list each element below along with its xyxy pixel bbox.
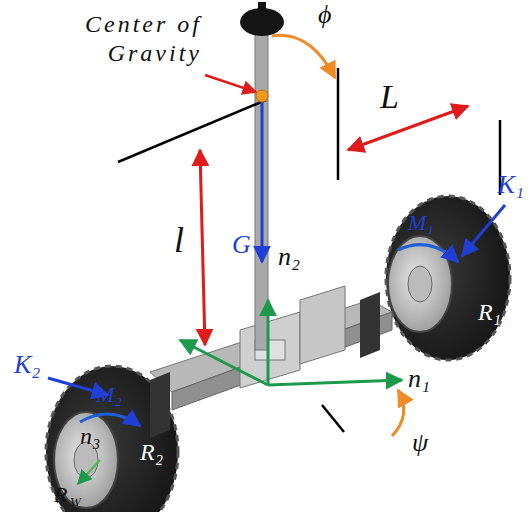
- wheel-label: R₁: [478, 300, 501, 324]
- force-label: G: [232, 232, 251, 258]
- dimension-label: L: [380, 80, 399, 114]
- stiffness-label: K₁: [498, 172, 524, 198]
- chassis: [150, 286, 392, 438]
- angle-symbol: ψ: [412, 430, 428, 456]
- handle: [240, 8, 284, 36]
- point-label: Center of Gravity: [12, 10, 202, 68]
- axis-label: n₁: [408, 366, 430, 392]
- wheel-label: R₂: [140, 440, 163, 464]
- radius-subscript: W: [70, 495, 81, 508]
- dimension-label: l: [174, 222, 184, 258]
- axis-label: n₂: [278, 244, 300, 270]
- moment-label: M₂: [96, 384, 122, 406]
- moment-label: M₁: [408, 212, 434, 234]
- pole: [255, 32, 268, 350]
- left-wheel: [46, 366, 178, 512]
- radius-label: R: [54, 484, 67, 506]
- axis-label: n₃: [80, 424, 100, 448]
- stiffness-label: K₂: [14, 352, 40, 378]
- angle-symbol: ϕ: [318, 2, 331, 28]
- right-wheel: [386, 196, 510, 360]
